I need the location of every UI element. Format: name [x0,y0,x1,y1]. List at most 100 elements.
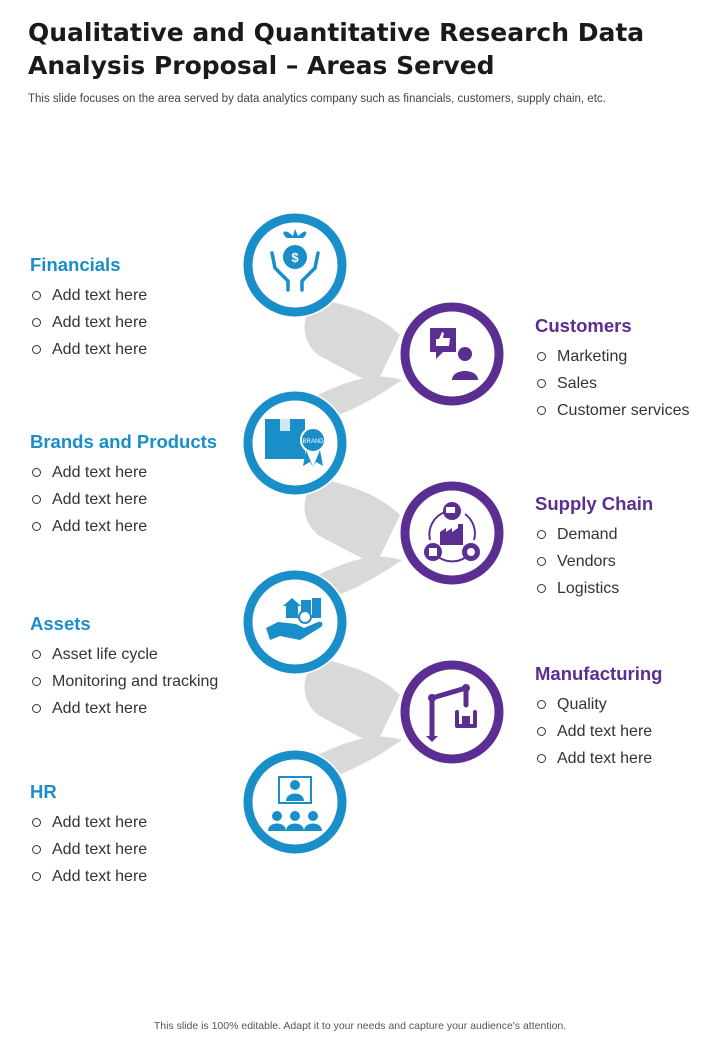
bullet-icon [537,352,546,361]
area-heading: Financials [30,254,121,275]
bullet-icon [32,650,41,659]
team-presentation-icon [268,776,322,831]
area-customers: Customers Marketing Sales Customer servi… [535,315,689,424]
bullet-icon [32,872,41,881]
bullet-icon [537,530,546,539]
connector-6 [318,736,402,780]
list-item: Add text here [30,486,217,513]
bullet-icon [537,379,546,388]
bullet-icon [537,557,546,566]
area-supply-chain: Supply Chain Demand Vendors Logistics [535,493,653,602]
list-item: Monitoring and tracking [30,668,218,695]
svg-text:$: $ [291,250,299,265]
list-item: Add text here [30,282,147,309]
list-item: Add text here [30,309,147,336]
bullet-icon [32,522,41,531]
list-item: Customer services [535,397,689,424]
bullet-icon [32,318,41,327]
bullet-icon [32,468,41,477]
bullet-icon [537,584,546,593]
item-text: Logistics [557,580,620,597]
svg-text:BRAND: BRAND [302,439,324,445]
bullet-icon [32,818,41,827]
area-heading: Customers [535,315,632,336]
title-line-1: Qualitative and Quantitative Research Da… [28,18,645,47]
bullet-icon [32,495,41,504]
item-text: Add text here [52,700,148,717]
item-text: Add text here [52,518,148,535]
area-heading: Supply Chain [535,493,654,514]
item-text: Vendors [557,553,616,570]
bullet-icon [537,754,546,763]
item-text: Add text here [52,868,148,885]
money-bag-hands-icon: $ [270,229,320,292]
list-item: Marketing [535,343,689,370]
connector-4 [318,556,402,600]
circle-manufacturing [399,659,505,765]
area-hr: HR Add text here Add text here Add text … [30,781,147,890]
area-assets: Assets Asset life cycle Monitoring and t… [30,613,218,722]
bullet-icon [32,704,41,713]
item-text: Quality [557,696,607,713]
list-item: Demand [535,521,653,548]
item-text: Demand [557,526,618,543]
bullet-icon [32,677,41,686]
bullet-icon [537,406,546,415]
item-text: Add text here [52,464,148,481]
item-text: Monitoring and tracking [52,673,219,690]
area-heading: Assets [30,613,91,634]
list-item: Add text here [30,863,147,890]
item-text: Add text here [52,341,148,358]
list-item: Add text here [30,836,147,863]
circle-customers [399,301,505,407]
item-text: Add text here [557,750,653,767]
list-item: Add text here [535,718,662,745]
list-item: Add text here [30,513,217,540]
list-item: Add text here [535,745,662,772]
page-subtitle: This slide focuses on the area served by… [28,93,606,105]
item-text: Add text here [557,723,653,740]
list-item: Sales [535,370,689,397]
bullet-icon [32,845,41,854]
area-heading: Brands and Products [30,431,218,452]
list-item: Add text here [30,695,218,722]
area-manufacturing: Manufacturing Quality Add text here Add … [535,663,662,772]
item-text: Add text here [52,491,148,508]
item-text: Add text here [52,287,148,304]
item-text: Sales [557,375,598,392]
footer-note: This slide is 100% editable. Adapt it to… [153,1020,567,1032]
brand-box-icon: BRAND [265,419,326,467]
area-financials: Financials Add text here Add text here A… [30,254,147,363]
page-title: Qualitative and Quantitative Research Da… [28,16,668,82]
list-item: Add text here [30,336,147,363]
area-heading: Manufacturing [535,663,663,684]
list-item: Quality [535,691,662,718]
list-item: Add text here [30,459,217,486]
title-line-2: Analysis Proposal – Areas Served [28,51,495,80]
connector-3 [304,478,400,565]
thumbs-up-person-icon [430,328,478,380]
bullet-icon [32,345,41,354]
list-item: Asset life cycle [30,641,218,668]
item-text: Marketing [557,348,628,365]
list-item: Vendors [535,548,653,575]
item-text: Add text here [52,314,148,331]
item-text: Customer services [557,402,690,419]
hand-buildings-icon [266,598,323,640]
list-item: Add text here [30,809,147,836]
bullet-icon [537,727,546,736]
connector-2 [318,376,402,420]
bullet-icon [537,700,546,709]
robotic-arm-icon [426,684,477,742]
connector-ribbons [304,299,402,780]
connector-1 [304,299,400,385]
item-text: Add text here [52,841,148,858]
circle-assets [242,569,348,675]
item-text: Asset life cycle [52,646,158,663]
area-heading: HR [30,781,57,802]
bullet-icon [32,291,41,300]
list-item: Logistics [535,575,653,602]
connector-5 [304,658,400,745]
item-text: Add text here [52,814,148,831]
